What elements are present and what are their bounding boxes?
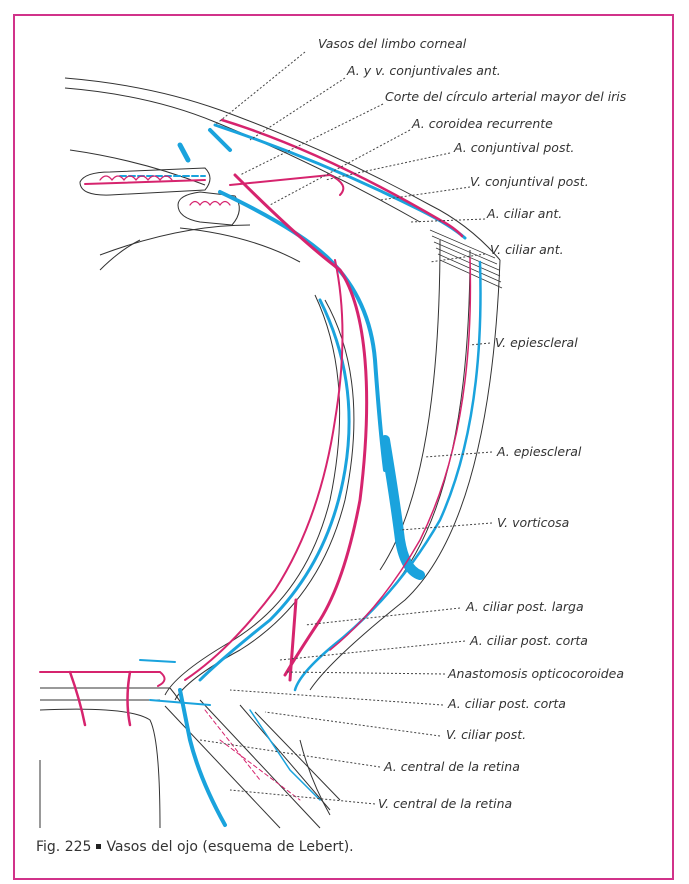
label-a-epiescleral: A. epiescleral: [496, 444, 582, 459]
label-coroidea: A. coroidea recurrente: [411, 116, 553, 131]
caption-bullet-icon: [96, 844, 101, 849]
label-v-vorticosa: V. vorticosa: [497, 515, 569, 530]
labels: Vasos del limbo corneal A. y v. conjunti…: [318, 36, 627, 811]
label-anastomosis: Anastomosis opticocoroidea: [447, 666, 624, 681]
label-conj-ant: A. y v. conjuntivales ant.: [346, 63, 501, 78]
label-a-ciliar-ant: A. ciliar ant.: [486, 206, 562, 221]
eye-outline: [40, 78, 502, 828]
veins: [120, 125, 481, 825]
label-a-ciliar-corta-1: A. ciliar post. corta: [469, 633, 588, 648]
caption-text: Vasos del ojo (esquema de Lebert).: [106, 839, 353, 855]
label-v-ciliar-ant: V. ciliar ant.: [490, 242, 564, 257]
caption-number: Fig. 225: [36, 839, 91, 855]
label-limbo: Vasos del limbo corneal: [318, 36, 467, 51]
figure-caption: Fig. 225 Vasos del ojo (esquema de Lebert…: [36, 839, 354, 855]
label-a-central: A. central de la retina: [383, 759, 520, 774]
label-a-ciliar-corta-2: A. ciliar post. corta: [447, 696, 566, 711]
label-a-ciliar-larga: A. ciliar post. larga: [465, 599, 584, 614]
label-v-ciliar-post: V. ciliar post.: [446, 727, 526, 742]
label-circulo: Corte del círculo arterial mayor del iri…: [385, 89, 627, 104]
arteries: [40, 120, 470, 800]
label-v-central: V. central de la retina: [378, 796, 512, 811]
label-a-conj-post: A. conjuntival post.: [453, 140, 574, 155]
leader-lines: [200, 52, 492, 804]
label-v-conj-post: V. conjuntival post.: [470, 174, 589, 189]
label-v-epiescleral: V. epiescleral: [495, 335, 578, 350]
